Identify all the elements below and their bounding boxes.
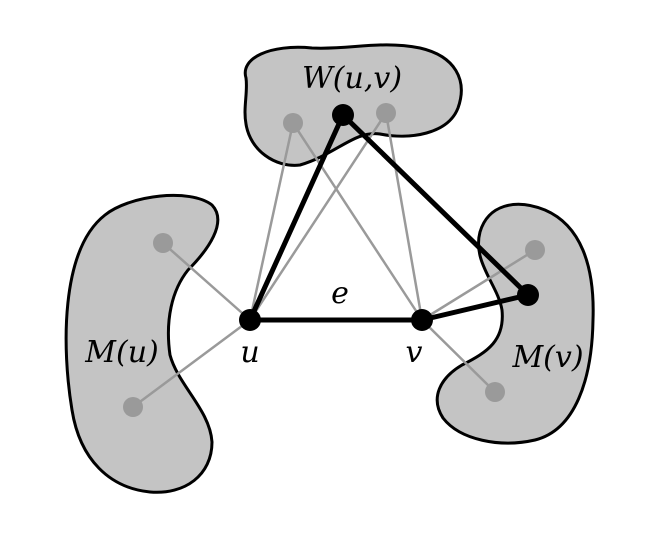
node-mu-top: [153, 233, 173, 253]
edge-u-w-left: [248, 121, 295, 322]
edge-v-mv-top: [420, 248, 537, 322]
edge-u-mu-bottom: [131, 318, 252, 409]
edge-u-w-right: [248, 111, 388, 322]
edge-v-mv-black: [419, 292, 531, 323]
edge-v-w-left: [291, 121, 424, 322]
node-u: [239, 309, 261, 331]
node-mv-bottom: [485, 382, 505, 402]
region-m-v: [435, 202, 595, 445]
black-edges: [247, 112, 531, 323]
label-e: e: [331, 276, 349, 311]
label-m-u: M(u): [84, 335, 158, 370]
label-u: u: [240, 335, 259, 370]
edge-v-mv-bottom: [420, 318, 497, 394]
node-w-left: [283, 113, 303, 133]
node-mv-top: [525, 240, 545, 260]
region-m-u: [64, 193, 220, 494]
gray-nodes: [123, 103, 545, 417]
node-mv-black: [517, 284, 539, 306]
label-m-v: M(v): [511, 340, 583, 375]
black-nodes: [239, 104, 539, 331]
region-w-uv: [243, 43, 463, 167]
edge-u-w-black: [247, 112, 346, 323]
edge-u-mu-top: [161, 241, 252, 322]
label-w-uv: W(u,v): [302, 61, 402, 96]
node-v: [411, 309, 433, 331]
node-w-center: [332, 104, 354, 126]
edge-v-w-right: [384, 111, 424, 322]
node-w-right: [376, 103, 396, 123]
edge-w-mv-black: [340, 112, 531, 298]
node-mu-bottom: [123, 397, 143, 417]
gray-edges: [131, 111, 537, 409]
label-v: v: [406, 335, 423, 370]
